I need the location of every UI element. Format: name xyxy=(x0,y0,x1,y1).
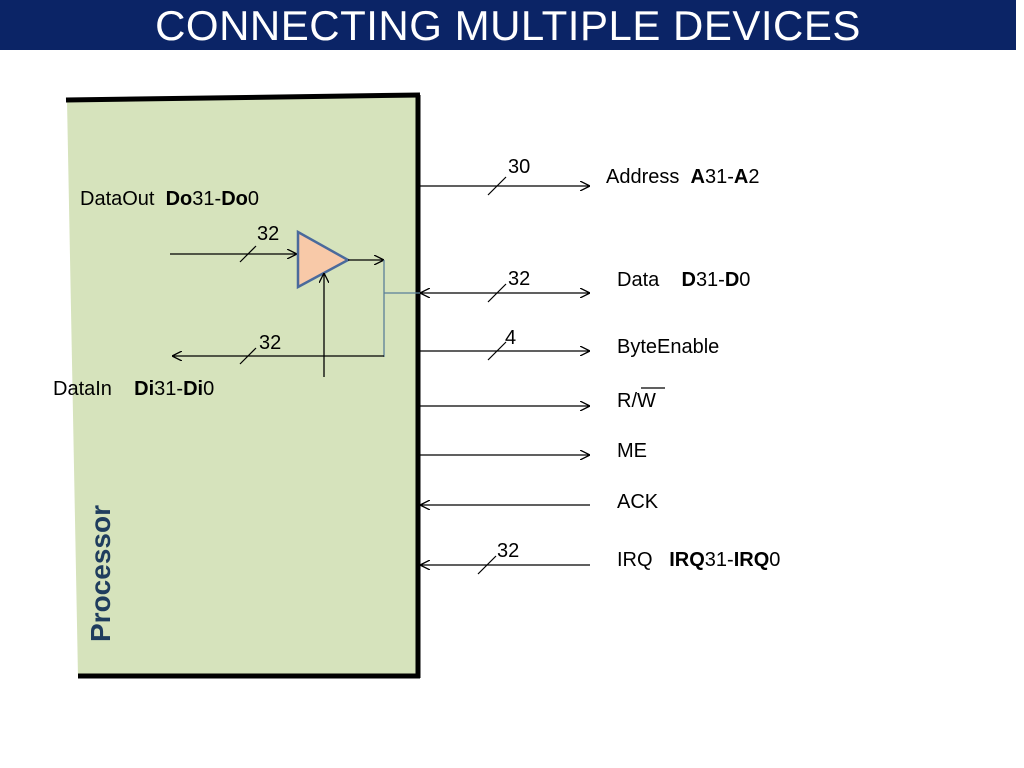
me-label: ME xyxy=(617,440,647,462)
data-name: Data xyxy=(617,269,660,291)
irq-bus-slash xyxy=(477,555,497,575)
title-bar xyxy=(0,0,1016,50)
dataout-end: 0 xyxy=(247,188,259,210)
datain-mid: 31- xyxy=(154,378,184,400)
dataout-lsb-bold: Do xyxy=(221,188,248,210)
dataout-msb-bold: Do xyxy=(165,188,193,210)
irq-mid: 31- xyxy=(704,549,734,571)
data-msb-bold: D xyxy=(681,269,696,291)
page-title: CONNECTING MULTIPLE DEVICES xyxy=(155,2,861,49)
byteenable-bus-slash xyxy=(487,341,507,361)
data-label: Data D31-D0 xyxy=(617,269,750,292)
address-end: 2 xyxy=(748,166,760,188)
data-bus-slash xyxy=(487,283,507,303)
byteenable-label: ByteEnable xyxy=(617,336,720,358)
address-name: Address xyxy=(606,166,680,188)
datain-label: DataIn Di31-Di0 xyxy=(53,378,214,401)
address-lsb-bold: A xyxy=(733,166,749,188)
data-end: 0 xyxy=(739,269,751,291)
processor-box xyxy=(67,96,418,677)
dataout-label: DataOut Do31-Do0 xyxy=(80,188,259,211)
datain-width: 32 xyxy=(259,332,282,354)
irq-msb-bold: IRQ xyxy=(669,549,705,571)
datain-lsb-bold: Di xyxy=(183,378,204,400)
address-label: Address A31-A2 xyxy=(606,166,759,189)
address-msb-bold: A xyxy=(690,166,705,188)
ack-label: ACK xyxy=(617,491,659,513)
datain-msb-bold: Di xyxy=(134,378,155,400)
byteenable-width: 4 xyxy=(505,327,517,349)
processor-top-border xyxy=(65,92,421,103)
irq-end: 0 xyxy=(769,549,781,571)
processor-label: Processor xyxy=(85,505,116,642)
address-width: 30 xyxy=(508,156,531,178)
dataout-name: DataOut xyxy=(80,188,155,210)
data-width: 32 xyxy=(508,268,531,290)
address-mid: 31- xyxy=(704,166,734,188)
dataout-mid: 31- xyxy=(192,188,222,210)
irq-lsb-bold: IRQ xyxy=(733,549,770,571)
dataout-width: 32 xyxy=(257,223,280,245)
data-lsb-bold: D xyxy=(724,269,740,291)
dataout-bus-slash xyxy=(239,245,257,263)
datain-bus-slash xyxy=(239,347,257,365)
data-mid: 31- xyxy=(695,269,725,291)
datain-name: DataIn xyxy=(53,378,112,400)
rw-label: R/W xyxy=(617,390,656,412)
datain-end: 0 xyxy=(203,378,215,400)
irq-name: IRQ xyxy=(617,549,653,571)
address-bus-slash xyxy=(487,176,507,196)
irq-label: IRQ IRQ31-IRQ0 xyxy=(617,549,780,572)
irq-width: 32 xyxy=(497,540,520,562)
